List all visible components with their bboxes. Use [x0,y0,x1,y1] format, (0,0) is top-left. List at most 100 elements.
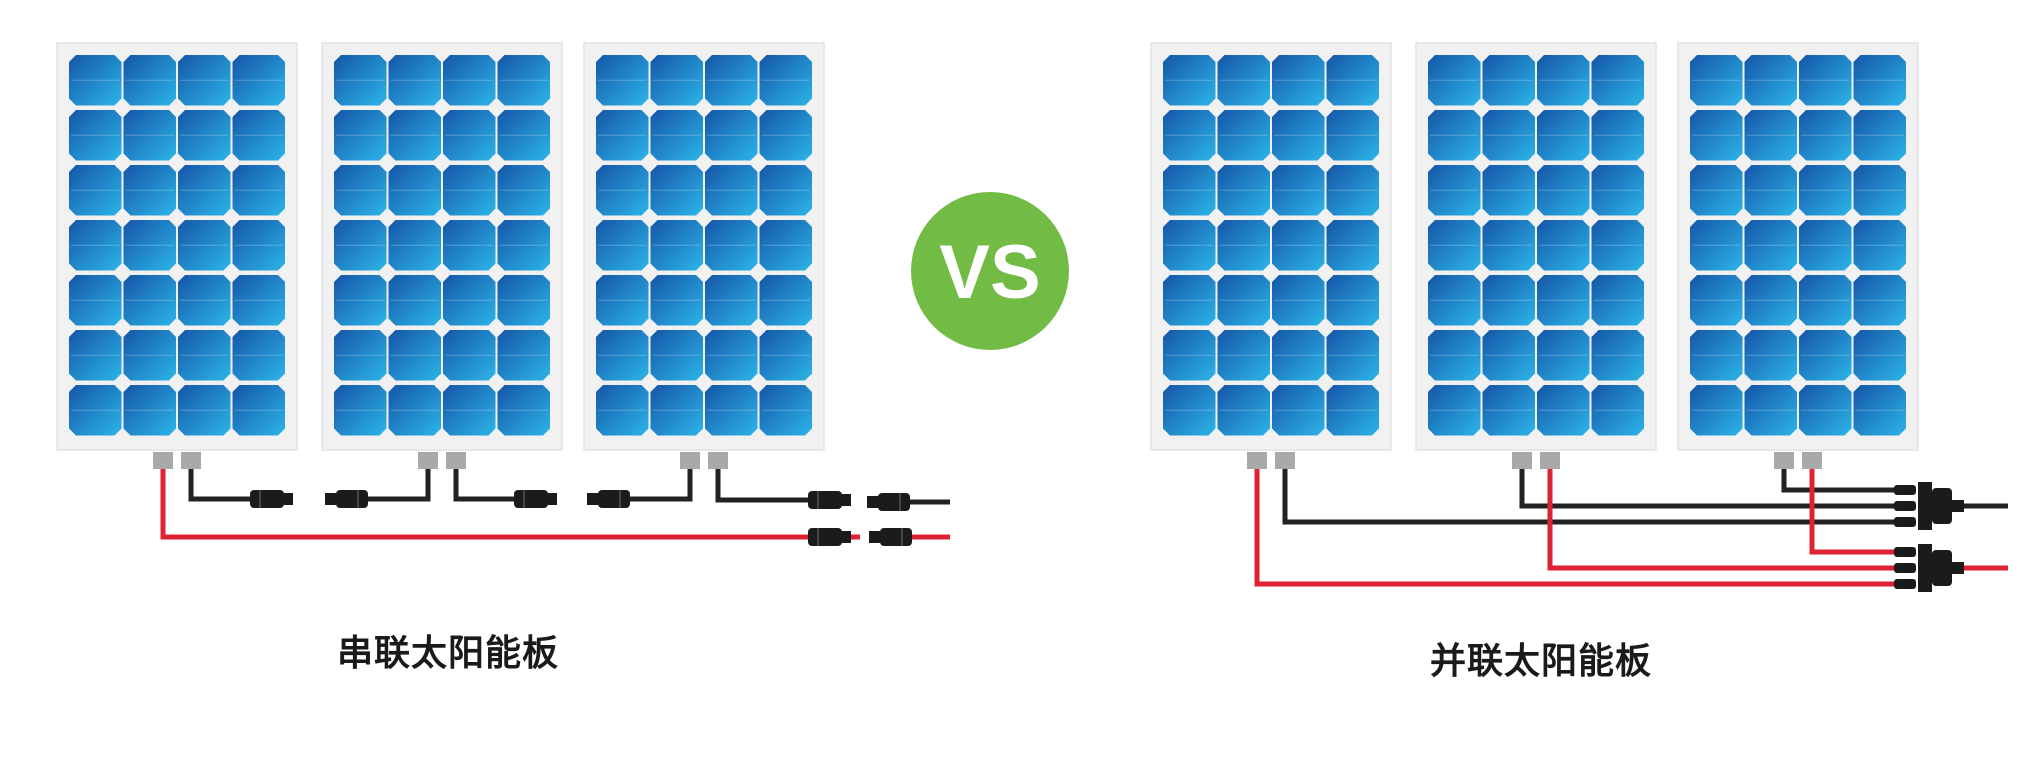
series-output-connector-negative [808,491,851,509]
connector-tip [869,531,880,543]
connector-body [514,490,548,508]
solar-cell [1217,275,1270,326]
solar-cell [334,330,387,381]
solar-cell [334,110,387,161]
series-connector-1b [325,490,368,508]
solar-cell [123,110,176,161]
solar-cell [443,165,496,216]
parallel-positive-wire-1 [1254,469,1898,587]
solar-cell [1690,165,1743,216]
solar-cell [1853,330,1906,381]
junction-box-positive [181,452,201,469]
panels-layer [56,42,1919,469]
branch-body [1918,482,1932,530]
junction-box-positive [1802,452,1822,469]
series-link-wire-2 [453,469,516,502]
solar-cell [1853,275,1906,326]
solar-cell [1744,55,1797,106]
solar-cell [596,110,649,161]
solar-cell [1537,220,1590,271]
solar-cell [1326,385,1379,436]
solar-cell [1272,385,1325,436]
junction-box-positive [1540,452,1560,469]
solar-cell [1537,165,1590,216]
solar-cell [1591,55,1644,106]
solar-cell [178,55,231,106]
parallel-branch-plug-positive-3 [1894,579,1916,589]
solar-cell [69,165,122,216]
solar-cell [759,55,812,106]
vs-badge-label: VS [939,230,1040,315]
solar-cell [705,275,758,326]
solar-cell [1537,55,1590,106]
solar-cell [443,55,496,106]
parallel-branch-plug-negative-2 [1894,501,1916,511]
solar-cell [1537,330,1590,381]
solar-cell [443,275,496,326]
solar-cell [497,165,550,216]
solar-cell [650,330,703,381]
solar-cell [443,110,496,161]
solar-cell [1272,220,1325,271]
connector-tip [867,496,878,508]
solar-cell [178,165,231,216]
solar-cell [443,330,496,381]
solar-cell [1853,55,1906,106]
solar-cell [334,165,387,216]
connector-body [1894,579,1916,589]
solar-cell [650,275,703,326]
solar-cell [178,275,231,326]
solar-cell [334,275,387,326]
solar-cell [650,220,703,271]
solar-cell [650,110,703,161]
solar-cell [705,110,758,161]
solar-cell [1799,330,1852,381]
solar-cell [1326,110,1379,161]
junction-box-negative [418,452,438,469]
solar-cell [1217,165,1270,216]
solar-cell [1272,110,1325,161]
solar-cell [443,220,496,271]
solar-cell [69,220,122,271]
series-panel-1 [56,42,298,469]
solar-cell [1591,330,1644,381]
solar-cell [1690,110,1743,161]
solar-cell [1163,110,1216,161]
branch-body [1918,544,1932,592]
series-positive-wire [160,469,860,540]
branch-tip [1952,500,1964,512]
connector-body [808,491,842,509]
solar-cell [497,385,550,436]
solar-cell [497,275,550,326]
solar-cell [705,330,758,381]
solar-cell [759,220,812,271]
solar-cell [1744,275,1797,326]
solar-cell [388,385,441,436]
solar-cell [1217,330,1270,381]
solar-cell [596,220,649,271]
solar-cell [1428,110,1481,161]
solar-cell [1217,385,1270,436]
solar-cell [1591,385,1644,436]
solar-cell [232,55,285,106]
solar-cell [1272,330,1325,381]
junction-box-negative [153,452,173,469]
solar-cell [178,330,231,381]
solar-cell [123,275,176,326]
connector-body [1894,485,1916,495]
solar-cell [1428,55,1481,106]
solar-cell [178,220,231,271]
connector-body [250,490,284,508]
solar-cell [1482,165,1535,216]
parallel-branch-plug-positive-1 [1894,547,1916,557]
solar-cell [1799,220,1852,271]
solar-cell [1326,275,1379,326]
solar-cell [178,385,231,436]
solar-cell [1163,330,1216,381]
series-output-connector-positive [808,528,851,546]
junction-box-negative [1247,452,1267,469]
connector-tip [325,493,336,505]
solar-cell [1799,110,1852,161]
solar-cell [1591,275,1644,326]
connector-body [808,528,842,546]
